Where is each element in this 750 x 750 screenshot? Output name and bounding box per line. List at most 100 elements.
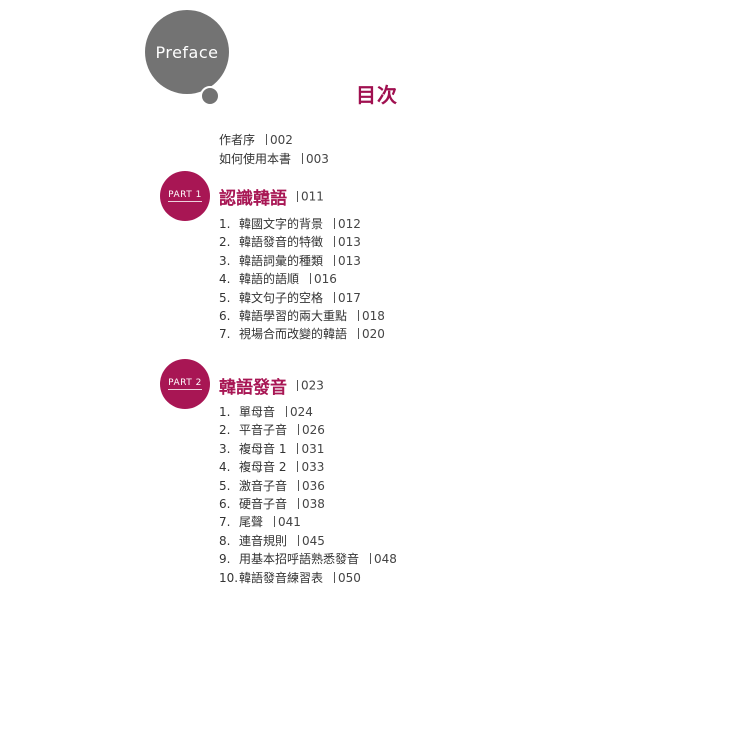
page-separator [302, 152, 304, 164]
page-separator [358, 310, 360, 322]
chapter-number: 7. [219, 515, 231, 530]
entry-text: 作者序 [219, 133, 256, 147]
chapter-page: 012 [338, 217, 361, 231]
part-1-badge: PART 1 [160, 171, 210, 221]
part-2-heading[interactable]: 韓語發音 023 [219, 373, 324, 398]
chapter-page: 050 [338, 570, 361, 585]
preface-badge-dot [200, 86, 220, 106]
chapter-page: 036 [302, 478, 325, 493]
entry-text: 如何使用本書 [219, 151, 292, 166]
chapter-title: 韓語學習的兩大重點 [239, 309, 348, 324]
chapter-title: 連音規則 [239, 533, 288, 548]
chapter-page: 017 [338, 290, 361, 305]
chapter-item[interactable]: 3. 韓語詞彙的種類 013 [219, 252, 385, 270]
page-separator [370, 553, 372, 565]
chapter-page: 038 [302, 497, 325, 512]
chapter-title: 激音子音 [239, 478, 288, 493]
page-separator [334, 254, 336, 266]
chapter-number: 4. [219, 272, 231, 287]
page-separator [266, 134, 268, 145]
chapter-page: 016 [314, 272, 337, 287]
chapter-item[interactable]: 5. 韓文句子的空格 017 [219, 289, 385, 307]
chapter-title: 複母音 2 [239, 460, 287, 475]
chapter-number: 6. [219, 497, 231, 512]
toc-entry-preface[interactable]: 作者序 002 [219, 131, 329, 150]
preface-badge: Preface [145, 10, 229, 94]
chapter-title: 韓國文字的背景 [239, 217, 324, 231]
chapter-item[interactable]: 6. 韓語學習的兩大重點 018 [219, 307, 385, 325]
page-title: 目次 [356, 83, 398, 107]
chapter-title: 單母音 [239, 405, 276, 419]
chapter-number: 4. [219, 460, 231, 475]
chapter-number: 7. [219, 327, 231, 342]
page-separator [358, 328, 360, 340]
page-separator [298, 424, 300, 436]
page-separator [310, 273, 312, 285]
page-separator [297, 191, 298, 202]
chapter-item[interactable]: 5. 激音子音 036 [219, 477, 397, 495]
chapter-title: 複母音 1 [239, 441, 287, 456]
chapter-item[interactable]: 1. 韓國文字的背景 012 [219, 215, 385, 233]
part-2-title: 韓語發音 [219, 378, 287, 398]
chapter-page: 013 [338, 235, 361, 250]
part-1-title: 認識韓語 [219, 189, 287, 209]
chapter-title: 韓文句子的空格 [239, 290, 324, 305]
chapter-number: 1. [219, 405, 231, 419]
page-separator [298, 498, 300, 510]
entry-page: 003 [306, 151, 329, 166]
chapter-page: 026 [302, 423, 325, 438]
part-2-badge-label: PART 2 [168, 378, 202, 390]
chapter-item[interactable]: 8. 連音規則 045 [219, 532, 397, 550]
chapter-number: 8. [219, 533, 231, 548]
page-separator [274, 516, 276, 528]
toc-entry-how-to-use[interactable]: 如何使用本書 003 [219, 150, 329, 169]
part-2-page: 023 [301, 378, 324, 393]
chapter-title: 尾聲 [239, 515, 264, 530]
chapter-page: 045 [302, 533, 325, 548]
chapter-page: 013 [338, 253, 361, 268]
chapter-title: 韓語詞彙的種類 [239, 253, 324, 268]
chapter-page: 018 [362, 309, 385, 324]
chapter-number: 1. [219, 217, 231, 231]
page-separator [334, 571, 336, 583]
chapter-number: 9. [219, 552, 231, 567]
chapter-item[interactable]: 7. 尾聲 041 [219, 513, 397, 531]
page-separator [298, 479, 300, 491]
chapter-number: 5. [219, 290, 231, 305]
part-2-badge: PART 2 [160, 359, 210, 409]
page-separator [286, 406, 288, 417]
chapter-page: 033 [301, 460, 325, 475]
entry-page: 002 [270, 133, 293, 147]
page-separator [297, 461, 299, 473]
preface-label: Preface [155, 42, 219, 62]
chapter-item[interactable]: 4. 韓語的語順 016 [219, 270, 385, 288]
chapter-item[interactable]: 10.韓語發音練習表 050 [219, 569, 397, 587]
page-separator [298, 534, 300, 546]
chapter-page: 020 [362, 327, 385, 342]
chapter-title: 韓語發音練習表 [239, 570, 324, 585]
part-1-badge-label: PART 1 [168, 190, 202, 202]
chapter-item[interactable]: 4. 複母音 2 033 [219, 458, 397, 476]
page-separator [297, 442, 299, 454]
chapter-title: 平音子音 [239, 423, 288, 438]
chapter-number: 10. [219, 570, 239, 585]
chapter-title: 韓語的語順 [239, 272, 300, 287]
chapter-page: 041 [278, 515, 301, 530]
chapter-number: 3. [219, 253, 231, 268]
chapter-number: 5. [219, 478, 231, 493]
chapter-page: 031 [301, 441, 325, 456]
page-separator [334, 291, 336, 303]
page-separator [297, 380, 298, 391]
intro-list: 作者序 002 如何使用本書 003 [219, 131, 329, 168]
chapter-number: 6. [219, 309, 231, 324]
